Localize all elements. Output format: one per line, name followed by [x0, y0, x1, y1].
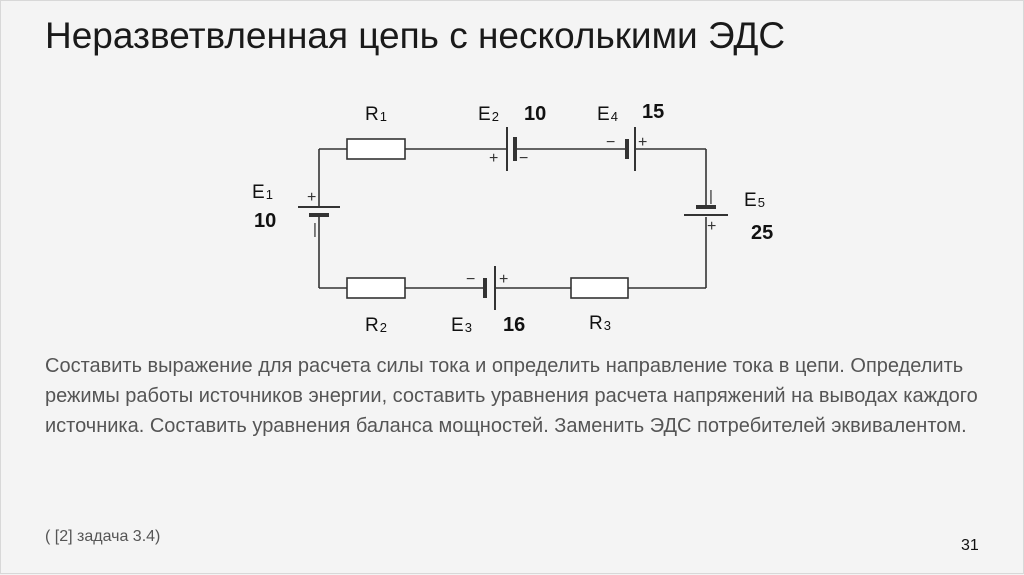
resistor-r2	[346, 277, 406, 299]
e3-plus-sign: +	[499, 271, 508, 288]
resistor-r3	[570, 277, 629, 299]
label-r3: R3	[589, 313, 611, 334]
resistor-r1	[346, 138, 406, 160]
e1-minus-sign: |	[313, 221, 317, 238]
e2-minus-sign: −	[519, 150, 528, 167]
e5-plus-sign: +	[707, 218, 716, 235]
value-e2: 10	[524, 103, 547, 125]
slide-title: Неразветвленная цепь с несколькими ЭДС	[45, 15, 786, 56]
e5-minus-sign: |	[709, 188, 713, 205]
e4-plus-sign: +	[638, 134, 647, 151]
source-e3	[483, 266, 496, 310]
source-e4	[625, 127, 636, 171]
value-e4: 15	[642, 101, 665, 123]
value-e3: 16	[503, 314, 526, 336]
value-e5: 25	[751, 222, 774, 244]
source-e2	[506, 127, 517, 171]
source-reference: ( [2] задача 3.4)	[45, 528, 161, 545]
page-number: 31	[961, 537, 979, 554]
label-e3: E3	[451, 315, 472, 336]
e3-minus-sign: −	[466, 271, 475, 288]
label-e5: E5	[744, 190, 765, 211]
source-e1	[298, 206, 340, 221]
value-e1: 10	[254, 210, 277, 232]
label-e4: E4	[597, 104, 618, 125]
label-r1: R1	[365, 104, 387, 125]
label-e2: E2	[478, 104, 499, 125]
label-e1: E1	[252, 182, 273, 203]
e4-minus-sign: −	[606, 134, 615, 151]
e1-plus-sign: +	[307, 189, 316, 206]
source-e5	[684, 205, 728, 216]
task-text: Составить выражение для расчета силы ток…	[45, 355, 978, 437]
e2-plus-sign: +	[489, 150, 498, 167]
label-r2: R2	[365, 315, 387, 336]
